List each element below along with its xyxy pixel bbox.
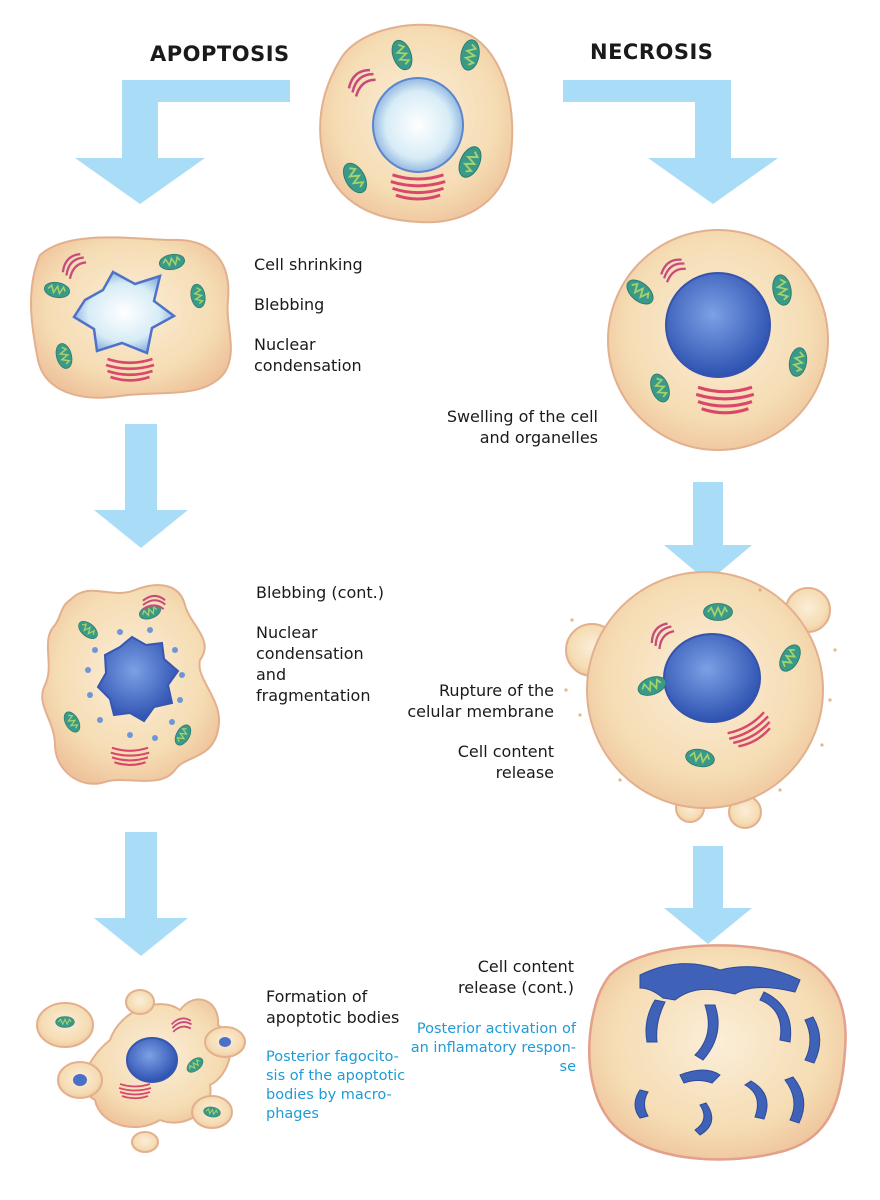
note-line: Posterior activation of [416,1021,576,1037]
necrosis-cell-swelling [607,229,829,451]
arrow-apoptosis-1 [94,424,188,548]
label-nuclear: Nuclear [254,335,316,354]
label-fragmentation: fragmentation [256,686,371,705]
arrow-necrosis-1 [664,482,752,582]
arrow-apoptosis-2 [94,832,188,956]
label-condensation: condensation [254,356,362,375]
note-line: Posterior fagocito- [266,1049,399,1065]
apoptosis-stage1-labels: Cell shrinking Blebbing Nuclear condensa… [254,254,363,376]
note-line: bodies by macro- [266,1087,392,1103]
apoptosis-cell-shrinking [30,236,232,399]
normal-cell [319,23,514,224]
necrosis-cell-release [588,944,847,1161]
label-nuclear-2: Nuclear [256,623,318,642]
label-cell-content: Cell content [457,742,554,761]
arrow-necrosis-2 [664,846,752,944]
label-blebbing-cont: Blebbing (cont.) [256,583,384,602]
label-formation-of: Formation of [266,987,368,1006]
label-release: release [495,763,554,782]
arrow-split-apoptosis [75,80,290,204]
note-line: sis of the apoptotic [266,1068,406,1084]
necrosis-note: Posterior activation of an inflamatory r… [411,1020,576,1077]
apoptosis-title: APOPTOSIS [150,42,290,66]
necrosis-cell-rupture [564,571,837,829]
apoptosis-cell-fragmentation [41,584,221,785]
label-apoptotic-bodies: apoptotic bodies [266,1008,400,1027]
necrosis-stage3-labels: Cell content release (cont.) [458,956,574,998]
label-cell-content-2: Cell content [477,957,574,976]
label-and: and [256,665,287,684]
apoptosis-stage3-labels: Formation of apoptotic bodies [266,986,399,1028]
necrosis-stage1-labels: Swelling of the cell and organelles [447,406,598,448]
apoptosis-note: Posterior fagocito- sis of the apoptotic… [266,1048,405,1124]
label-release-cont: release (cont.) [458,978,574,997]
arrow-split-necrosis [563,80,778,204]
label-swelling: Swelling of the cell [446,407,598,426]
label-and-organelles: and organelles [479,428,598,447]
note-line: an inflamatory respon- [410,1040,576,1056]
label-condensation-2: condensation [256,644,364,663]
apoptosis-stage2-labels: Blebbing (cont.) Nuclear condensation an… [256,582,384,706]
note-line: phages [266,1106,319,1122]
apoptotic-bodies [36,989,246,1153]
necrosis-title: NECROSIS [590,40,714,64]
note-line: se [559,1059,576,1075]
necrosis-stage2-labels: Rupture of the celular membrane Cell con… [407,680,554,783]
label-blebbing: Blebbing [254,295,325,314]
label-cell-shrinking: Cell shrinking [254,255,363,274]
label-rupture: Rupture of the [438,681,554,700]
label-celular-membrane: celular membrane [407,702,554,721]
